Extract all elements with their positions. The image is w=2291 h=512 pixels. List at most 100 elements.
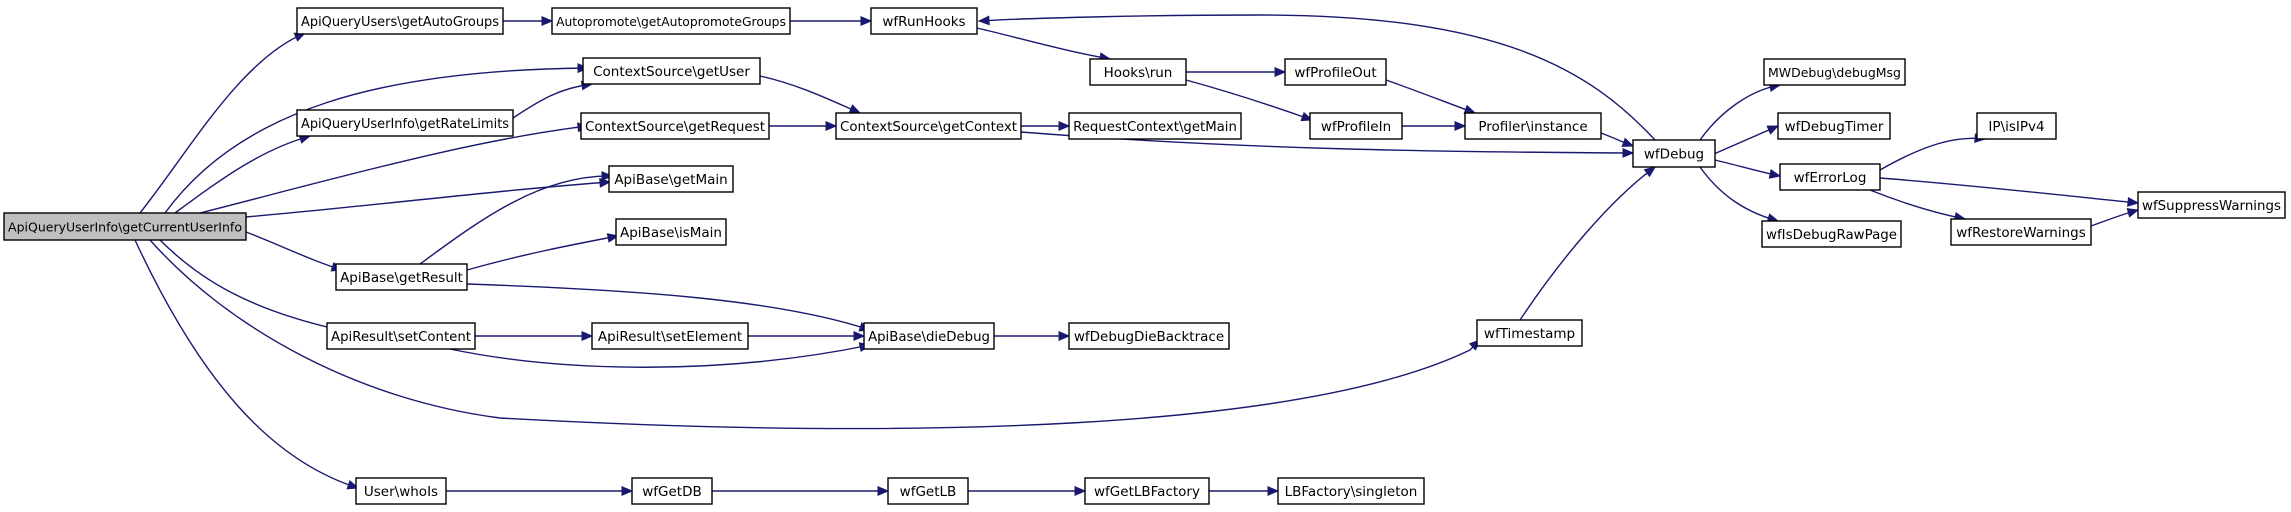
node-label: ApiBase\dieDebug bbox=[868, 330, 990, 345]
edge-arrowhead-23 bbox=[601, 171, 614, 181]
node-box bbox=[1284, 58, 1387, 86]
node-wfErrorLog[interactable]: wfErrorLog bbox=[1779, 163, 1881, 191]
edge-arrowhead-22 bbox=[1622, 147, 1635, 158]
edge-arrowhead-39 bbox=[621, 486, 634, 496]
edge-arrowhead-30 bbox=[1643, 166, 1657, 178]
edge-arrowhead-42 bbox=[1267, 486, 1280, 496]
node-box bbox=[335, 263, 468, 291]
node-rcGetMain[interactable]: RequestContext\getMain bbox=[1068, 112, 1242, 140]
edge-arrowhead-40 bbox=[877, 486, 890, 496]
node-lbSingleton[interactable]: LBFactory\singleton bbox=[1277, 477, 1425, 505]
node-label: wfGetLB bbox=[900, 484, 957, 500]
node-wfTimestamp[interactable]: wfTimestamp bbox=[1476, 319, 1583, 347]
node-wfDebug[interactable]: wfDebug bbox=[1632, 139, 1716, 168]
edge-root-to-setContent bbox=[159, 239, 341, 331]
node-box bbox=[1084, 477, 1210, 505]
node-label: wfErrorLog bbox=[1794, 170, 1867, 186]
edge-wfErrorLog-to-wfSuppressWarnings bbox=[1879, 177, 2139, 204]
node-box bbox=[1089, 58, 1187, 86]
node-box bbox=[591, 322, 749, 350]
edge-wfDebug-to-wfIsDebugRawPage bbox=[1699, 166, 1779, 222]
node-box bbox=[296, 7, 504, 35]
node-getResult[interactable]: ApiBase\getResult bbox=[335, 263, 468, 291]
node-label: wfRestoreWarnings bbox=[1956, 225, 2086, 241]
node-wfProfileIn[interactable]: wfProfileIn bbox=[1309, 112, 1403, 140]
node-label: ContextSource\getRequest bbox=[585, 120, 765, 135]
node-box bbox=[835, 112, 1022, 140]
node-wfDebugDieBacktrace[interactable]: wfDebugDieBacktrace bbox=[1068, 322, 1230, 350]
node-label: ApiBase\getResult bbox=[340, 270, 463, 286]
node-wfDebugTimer[interactable]: wfDebugTimer bbox=[1777, 112, 1891, 140]
edge-root-to-userWhoIs bbox=[134, 239, 359, 489]
edge-wfErrorLog-to-wfRestoreWarnings bbox=[1869, 189, 1966, 220]
node-label: wfGetDB bbox=[642, 484, 702, 500]
node-apiIsMain[interactable]: ApiBase\isMain bbox=[615, 218, 727, 246]
edge-arrowhead-41 bbox=[1074, 486, 1087, 496]
node-apiGetMain[interactable]: ApiBase\getMain bbox=[608, 165, 734, 193]
edge-root-to-getUser bbox=[164, 67, 589, 214]
node-label: ApiQueryUserInfo\getCurrentUserInfo bbox=[8, 220, 242, 235]
edge-arrowhead-37 bbox=[2127, 196, 2140, 207]
edge-wfDebug-to-debugMsg bbox=[1699, 84, 1781, 141]
edge-wfTimestamp-to-wfDebug bbox=[1519, 166, 1656, 321]
nodes-layer: ApiQueryUserInfo\getCurrentUserInfo ApiQu… bbox=[3, 7, 2286, 505]
node-box bbox=[615, 218, 727, 246]
edges-layer bbox=[134, 14, 2140, 496]
node-label: wfIsDebugRawPage bbox=[1766, 228, 1897, 243]
node-wfRestoreWarnings[interactable]: wfRestoreWarnings bbox=[1950, 218, 2092, 246]
node-box bbox=[580, 112, 770, 140]
node-setContent[interactable]: ApiResult\setContent bbox=[326, 322, 476, 350]
node-label: ApiQueryUserInfo\getRateLimits bbox=[301, 117, 509, 132]
node-profilerInstance[interactable]: Profiler\instance bbox=[1464, 112, 1602, 140]
node-isIPv4[interactable]: IP\isIPv4 bbox=[1976, 112, 2057, 140]
node-wfGetDB[interactable]: wfGetDB bbox=[631, 477, 713, 505]
node-wfProfileOut[interactable]: wfProfileOut bbox=[1284, 58, 1387, 86]
edge-arrowhead-15 bbox=[1454, 121, 1467, 131]
node-label: Autopromote\getAutopromoteGroups bbox=[556, 15, 786, 29]
node-getUser[interactable]: ContextSource\getUser bbox=[582, 57, 761, 85]
node-hooksRun[interactable]: Hooks\run bbox=[1089, 58, 1187, 86]
node-getRateLimits[interactable]: ApiQueryUserInfo\getRateLimits bbox=[296, 109, 514, 137]
edge-wfProfileOut-to-profilerInstance bbox=[1385, 79, 1476, 114]
node-wfGetLB[interactable]: wfGetLB bbox=[887, 477, 969, 505]
node-box bbox=[326, 322, 476, 350]
edge-arrowhead-16 bbox=[1621, 137, 1635, 147]
node-userWhoIs[interactable]: User\whoIs bbox=[355, 477, 447, 505]
node-getContext[interactable]: ContextSource\getContext bbox=[835, 112, 1022, 140]
node-box bbox=[1779, 163, 1881, 191]
node-wfRunHooks[interactable]: wfRunHooks bbox=[870, 7, 978, 35]
edge-root-to-apiGetMain bbox=[245, 181, 611, 218]
node-box bbox=[1476, 319, 1583, 347]
node-setElement[interactable]: ApiResult\setElement bbox=[591, 322, 749, 350]
node-label: ApiResult\setElement bbox=[598, 329, 742, 345]
edge-wfDebug-to-wfRunHooks bbox=[978, 14, 1656, 141]
node-wfIsDebugRawPage[interactable]: wfIsDebugRawPage bbox=[1761, 220, 1902, 248]
node-wfGetLBFactory[interactable]: wfGetLBFactory bbox=[1084, 477, 1210, 505]
node-box bbox=[631, 477, 713, 505]
edge-wfDebug-to-wfDebugTimer bbox=[1714, 125, 1779, 155]
node-box bbox=[1277, 477, 1425, 505]
node-label: wfTimestamp bbox=[1484, 326, 1575, 342]
node-box bbox=[2137, 191, 2286, 219]
node-wfSuppressWarnings[interactable]: wfSuppressWarnings bbox=[2137, 191, 2286, 219]
node-box bbox=[608, 165, 734, 193]
edge-setContent-to-dieDebug bbox=[449, 344, 871, 368]
node-label: wfDebug bbox=[1644, 147, 1704, 163]
node-root[interactable]: ApiQueryUserInfo\getCurrentUserInfo bbox=[3, 212, 247, 241]
node-box bbox=[1976, 112, 2057, 140]
node-label: User\whoIs bbox=[364, 484, 438, 500]
edge-root-to-getResult bbox=[245, 231, 343, 271]
node-box bbox=[296, 109, 514, 137]
node-label: wfDebugDieBacktrace bbox=[1074, 329, 1224, 345]
node-dieDebug[interactable]: ApiBase\dieDebug bbox=[863, 322, 995, 350]
edge-arrowhead-33 bbox=[1768, 169, 1782, 179]
node-getAutopromoteGroups[interactable]: Autopromote\getAutopromoteGroups bbox=[551, 7, 791, 35]
node-box bbox=[551, 7, 791, 35]
node-box bbox=[3, 212, 247, 241]
edge-arrowhead-12 bbox=[1274, 67, 1287, 77]
node-debugMsg[interactable]: MWDebug\debugMsg bbox=[1763, 58, 1906, 86]
node-getRequest[interactable]: ContextSource\getRequest bbox=[580, 112, 770, 140]
edge-getResult-to-apiGetMain bbox=[419, 175, 613, 265]
node-getAutoGroups[interactable]: ApiQueryUsers\getAutoGroups bbox=[296, 7, 504, 35]
